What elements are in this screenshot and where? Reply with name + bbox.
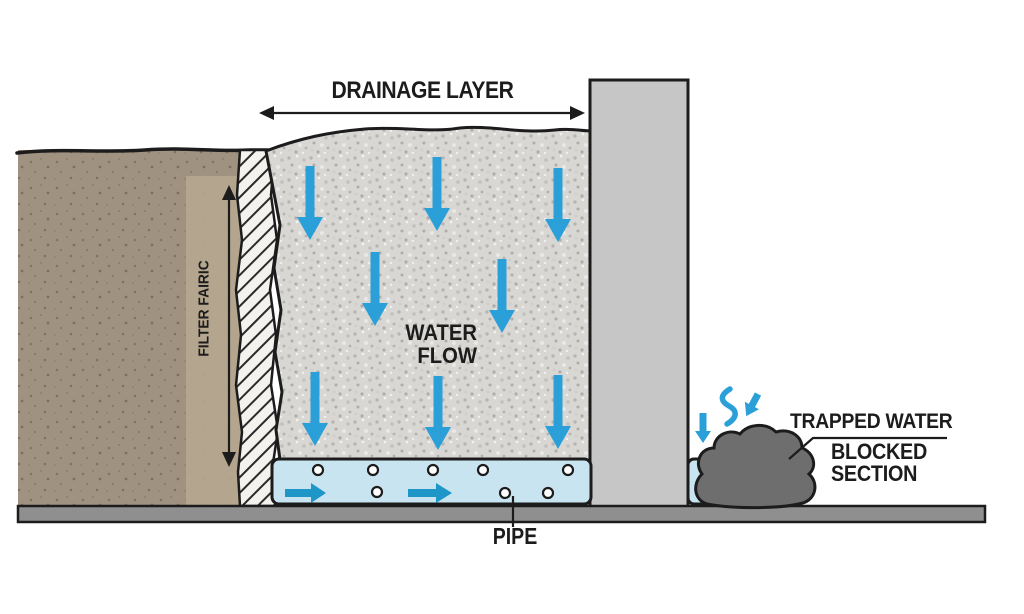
- right-arrow-icon: [285, 483, 326, 503]
- wall: [588, 78, 690, 509]
- filter-fabric-label: FILTER FAIRIC: [195, 260, 213, 357]
- down-arrow-icon: [695, 413, 711, 443]
- blocked-line2: SECTION: [831, 461, 918, 486]
- squiggle-water-icon: [719, 386, 738, 427]
- blockage-blob: [694, 424, 817, 510]
- water-flow-line2: FLOW: [417, 343, 477, 368]
- soil-top-edge: [15, 147, 270, 155]
- trapped-water-label: TRAPPED WATER: [790, 410, 953, 433]
- pipe-label: PIPE: [492, 523, 538, 549]
- pipe-perforations: [311, 463, 575, 500]
- trapped-water-leader-line: [788, 436, 947, 460]
- trapped-water-arrows: [695, 386, 762, 443]
- pipe-flow-arrows: [285, 483, 452, 503]
- filter-fabric-dimension-arrow: [222, 185, 236, 467]
- ground-slab: [16, 504, 987, 524]
- filter-fabric-strip: [234, 148, 280, 508]
- arrowhead-down-icon: [222, 452, 236, 467]
- blocked-section-label: BLOCKED SECTION: [831, 441, 927, 485]
- arrowhead-right-icon: [570, 106, 585, 120]
- arrowhead-up-icon: [222, 185, 236, 200]
- drain-pipe: [270, 457, 593, 527]
- drainage-layer-label: DRAINAGE LAYER: [331, 77, 514, 104]
- pipe-body: [270, 457, 593, 506]
- blocked-line1: BLOCKED: [831, 439, 928, 464]
- filter-fabric-label-strip: [186, 176, 248, 506]
- water-flow-line1: WATER: [405, 320, 477, 345]
- drainage-layer-dimension-arrow: [259, 106, 585, 120]
- right-arrow-icon: [408, 483, 452, 503]
- water-flow-label: WATER FLOW: [367, 321, 477, 367]
- down-arrow-icon: [744, 392, 762, 417]
- arrowhead-left-icon: [259, 106, 274, 120]
